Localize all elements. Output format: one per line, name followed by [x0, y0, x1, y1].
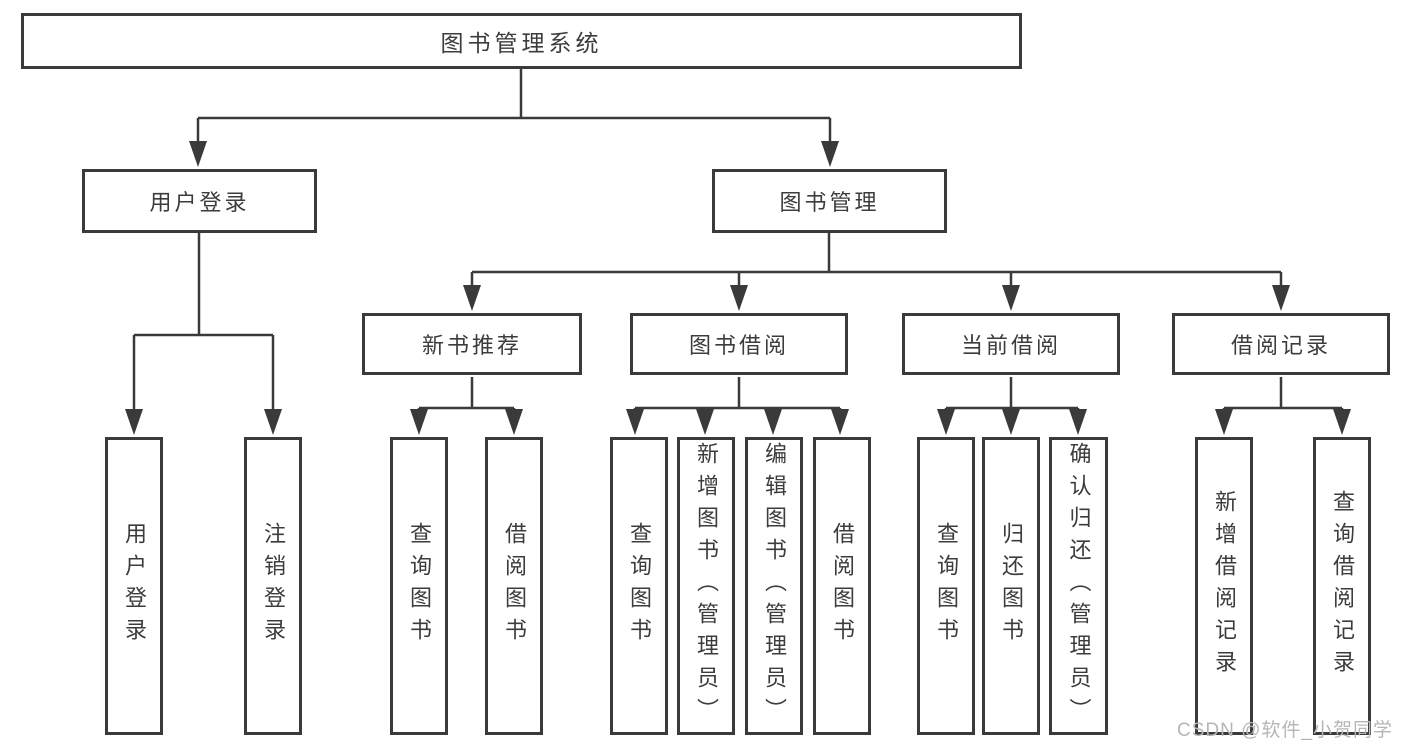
leaf-query-books-borrow: 查询图书: [610, 437, 668, 735]
connector-borrowrecords-to-leaves: [1215, 377, 1351, 435]
connector-line: [196, 69, 832, 160]
node-label: 注销登录: [261, 522, 286, 650]
node-label: 查询图书: [934, 522, 959, 650]
connector-line: [1222, 377, 1344, 428]
node-current-borrow: 当前借阅: [902, 313, 1120, 375]
connector-line: [633, 377, 842, 428]
arrowhead-icon: [626, 409, 644, 435]
arrowhead-icon: [463, 285, 481, 311]
connector-bookborrow-to-leaves: [626, 377, 849, 435]
arrowhead-icon: [1069, 409, 1087, 435]
arrowhead-icon: [264, 409, 282, 435]
node-label: 新增借阅记录: [1212, 490, 1237, 682]
connector-currentborrow-to-leaves: [937, 377, 1087, 435]
connector-root-to-level2: [189, 69, 839, 167]
arrowhead-icon: [1002, 409, 1020, 435]
connector-line: [417, 377, 516, 428]
node-label: 确认归还（管理员）: [1066, 442, 1092, 730]
node-book-borrow: 图书借阅: [630, 313, 848, 375]
node-label: 借阅图书: [830, 522, 855, 650]
node-label: 查询图书: [407, 522, 432, 650]
connector-line: [470, 233, 1283, 304]
leaf-add-book-admin: 新增图书（管理员）: [677, 437, 735, 735]
leaf-borrow-books: 借阅图书: [813, 437, 871, 735]
node-label: 归还图书: [999, 522, 1024, 650]
connector-line: [132, 233, 275, 428]
node-label: 图书管理: [779, 190, 880, 215]
leaf-return-book: 归还图书: [982, 437, 1040, 735]
node-library-management-system: 图书管理系统: [21, 13, 1022, 69]
arrowhead-icon: [821, 141, 839, 167]
node-label: 查询借阅记录: [1330, 490, 1355, 682]
arrowhead-icon: [764, 409, 782, 435]
leaf-query-borrow-record: 查询借阅记录: [1313, 437, 1371, 735]
node-label: 图书借阅: [688, 333, 789, 358]
arrowhead-icon: [505, 409, 523, 435]
node-label: 查询图书: [627, 522, 652, 650]
leaf-user-login: 用户登录: [105, 437, 163, 735]
leaf-query-books-current: 查询图书: [917, 437, 975, 735]
connector-newbooks-to-leaves: [410, 377, 523, 435]
node-label: 借阅图书: [502, 522, 527, 650]
leaf-edit-book-admin: 编辑图书（管理员）: [745, 437, 803, 735]
node-label: 当前借阅: [960, 333, 1061, 358]
arrowhead-icon: [1333, 409, 1351, 435]
arrowhead-icon: [1002, 285, 1020, 311]
leaf-borrow-books-recommend: 借阅图书: [485, 437, 543, 735]
arrowhead-icon: [1215, 409, 1233, 435]
node-label: 新书推荐: [421, 333, 522, 358]
node-user-login: 用户登录: [82, 169, 317, 233]
node-book-management: 图书管理: [712, 169, 947, 233]
leaf-query-books-recommend: 查询图书: [390, 437, 448, 735]
connector-userlogin-to-leaves: [125, 233, 282, 435]
arrowhead-icon: [1272, 285, 1290, 311]
arrowhead-icon: [730, 285, 748, 311]
arrowhead-icon: [125, 409, 143, 435]
arrowhead-icon: [410, 409, 428, 435]
connector-bookmgmt-to-level3: [463, 233, 1290, 311]
node-label: 图书管理系统: [440, 30, 603, 56]
connector-line: [944, 377, 1080, 428]
node-label: 编辑图书（管理员）: [762, 442, 787, 730]
arrowhead-icon: [696, 409, 714, 435]
arrowhead-icon: [937, 409, 955, 435]
node-label: 用户登录: [122, 522, 147, 650]
leaf-confirm-return-admin: 确认归还（管理员）: [1049, 437, 1108, 735]
node-borrow-records: 借阅记录: [1172, 313, 1390, 375]
node-label: 用户登录: [149, 190, 250, 215]
node-new-book-recommend: 新书推荐: [362, 313, 582, 375]
arrowhead-icon: [831, 409, 849, 435]
leaf-add-borrow-record: 新增借阅记录: [1195, 437, 1253, 735]
node-label: 借阅记录: [1230, 333, 1331, 358]
leaf-logout: 注销登录: [244, 437, 302, 735]
arrowhead-icon: [189, 141, 207, 167]
csdn-watermark: CSDN @软件_小贺同学: [1177, 720, 1393, 741]
node-label: 新增图书（管理员）: [694, 442, 719, 730]
